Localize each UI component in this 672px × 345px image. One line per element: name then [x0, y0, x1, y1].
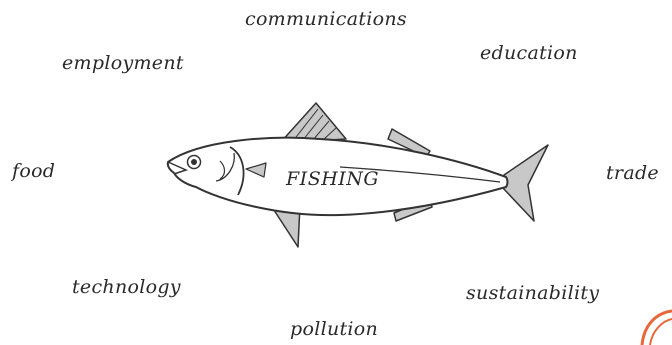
fish-illustration: FISHING: [160, 95, 560, 280]
fish-label: FISHING: [285, 168, 379, 190]
word-employment: employment: [62, 52, 184, 74]
corner-stamp: [632, 305, 672, 345]
word-education: education: [480, 42, 578, 64]
word-trade: trade: [606, 162, 659, 184]
tail-fin: [502, 145, 548, 221]
word-communications: communications: [245, 8, 407, 30]
word-food: food: [12, 160, 55, 182]
word-pollution: pollution: [290, 318, 378, 340]
word-sustainability: sustainability: [466, 282, 599, 304]
